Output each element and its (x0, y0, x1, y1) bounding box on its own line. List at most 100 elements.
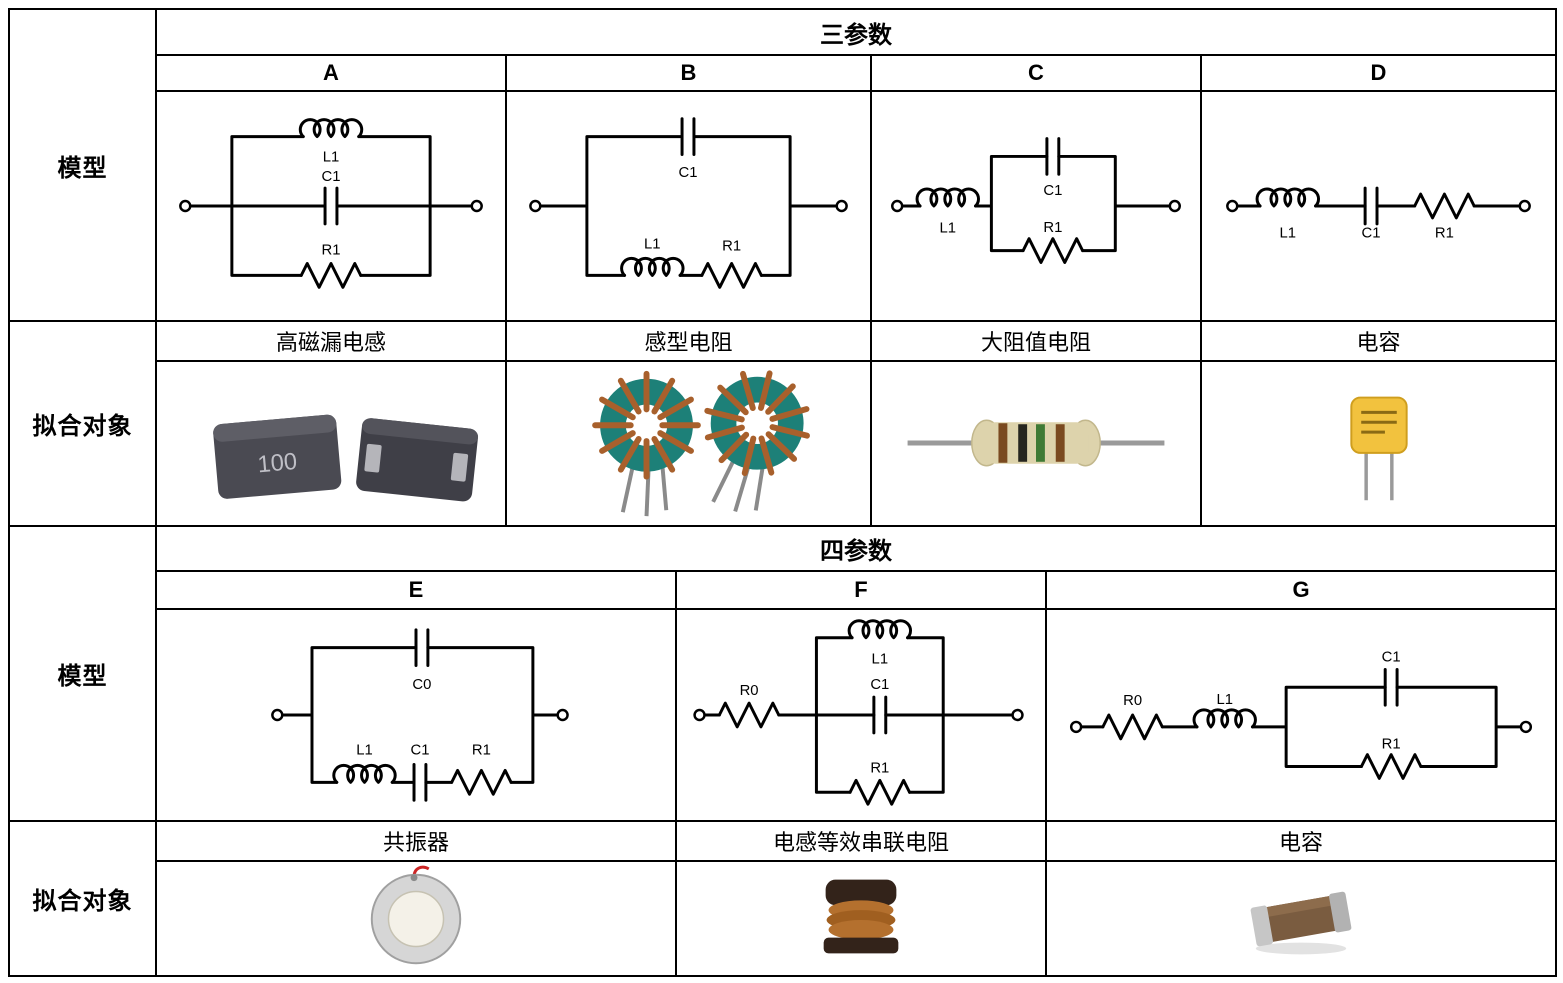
terminal-icon (529, 199, 542, 213)
label-c1: C1 (1362, 226, 1381, 242)
col-header-f: F (676, 571, 1046, 609)
smd-inductor-photo (823, 879, 899, 954)
label-l1: L1 (323, 149, 340, 165)
cell-photo-g (1046, 861, 1556, 976)
inductor-marking: 100 (257, 449, 299, 478)
power-inductor-left: 100 (213, 414, 342, 499)
terminal-icon (271, 708, 284, 722)
capacitor-body (1350, 396, 1408, 454)
label-r1: R1 (472, 743, 491, 759)
col-letter-f: F (854, 577, 868, 602)
inductor-icon (1192, 708, 1257, 729)
cell-model-a: L1 C1 R1 (156, 91, 506, 321)
mlcc-chip (1250, 891, 1352, 947)
col-header-b: B (506, 55, 871, 91)
resistor-color-bands (998, 423, 1065, 463)
label-c1: C1 (1043, 183, 1062, 199)
label-c0: C0 (412, 677, 431, 693)
label-r1: R1 (322, 243, 341, 259)
resistor-icon (1101, 713, 1164, 741)
label-c1: C1 (322, 169, 341, 185)
toroid-inductor-photo (507, 362, 870, 525)
resonator-photo (370, 865, 462, 965)
toroid-right (685, 362, 819, 524)
col-letter-a: A (323, 60, 339, 85)
object-label-a-text: 高磁漏电感 (275, 330, 386, 355)
wires (280, 646, 560, 784)
capacitor-leads (1364, 452, 1394, 501)
cell-model-g: R0 L1 C1 R1 (1046, 609, 1556, 821)
terminal-icon (693, 708, 706, 722)
section-header-three: 三参数 (156, 9, 1556, 55)
col-header-d: D (1201, 55, 1556, 91)
inductor-icon (620, 256, 685, 277)
label-c1: C1 (870, 677, 889, 693)
resistor-icon (717, 701, 781, 729)
label-c1: C1 (1382, 650, 1401, 666)
wires (1079, 685, 1523, 768)
mlcc-capacitor-photo (1250, 891, 1352, 955)
row-header-model-label: 模型 (57, 154, 108, 182)
label-c1: C1 (679, 165, 698, 181)
capacitor-icon (323, 186, 339, 226)
label-r1: R1 (722, 239, 741, 255)
label-l1: L1 (940, 221, 957, 237)
terminal-icon (1168, 199, 1181, 213)
power-inductor-right (356, 418, 479, 502)
object-label-b-text: 感型电阻 (644, 330, 733, 355)
power-inductor-photo: 100 (213, 414, 479, 502)
terminal-icon (891, 199, 904, 213)
terminal-icon (556, 708, 569, 722)
object-label-f: 电感等效串联电阻 (676, 821, 1046, 861)
film-capacitor-photo (1350, 396, 1408, 501)
terminal-icon (1226, 199, 1239, 213)
object-label-g-text: 电容 (1278, 830, 1323, 855)
capacitor-icon (1363, 186, 1379, 226)
inductor-icon (298, 118, 364, 139)
section-three-params: 模型 三参数 A B C D L1 C1 R1 (9, 9, 1556, 526)
cell-photo-e (156, 861, 676, 976)
capacitor-icon (1383, 667, 1399, 707)
capacitor-icon (680, 117, 696, 156)
object-label-c-text: 大阻值电阻 (980, 330, 1091, 355)
inductor-icon (915, 187, 980, 208)
label-r0: R0 (1123, 693, 1142, 709)
object-label-c: 大阻值电阻 (871, 321, 1201, 361)
object-label-f-text: 电感等效串联电阻 (772, 830, 949, 855)
capacitor-marking-lines (1361, 410, 1397, 434)
row-header-fit-bottom: 拟合对象 (9, 821, 156, 976)
terminal-icon (1069, 720, 1083, 734)
label-r1: R1 (870, 760, 889, 776)
col-letter-b: B (680, 60, 697, 85)
label-l1: L1 (356, 743, 373, 759)
section-title-three: 三参数 (820, 21, 892, 49)
inductor-icon (332, 763, 397, 784)
terminal-icon (835, 199, 848, 213)
wires (188, 135, 474, 277)
circuit-f-diagram: R0 L1 C1 R1 (693, 619, 1024, 806)
circuit-a-diagram: L1 C1 R1 (179, 118, 483, 289)
resistor-icon (1413, 192, 1476, 220)
terminal-icon (1519, 720, 1533, 734)
piezo-ceramic (387, 890, 445, 948)
section-title-four: 四参数 (820, 538, 892, 565)
label-l1: L1 (872, 651, 889, 667)
equivalent-circuit-table: 模型 三参数 A B C D L1 C1 R1 (8, 8, 1557, 977)
col-header-a: A (156, 55, 506, 91)
inductor-icon (847, 619, 913, 640)
cell-photo-d (1201, 361, 1556, 526)
cell-photo-f (676, 861, 1046, 976)
row-header-fit-top: 拟合对象 (9, 321, 156, 526)
label-r0: R0 (740, 683, 759, 699)
row-header-model-top: 模型 (9, 9, 156, 321)
col-letter-g: G (1292, 577, 1310, 602)
object-label-d-text: 电容 (1356, 330, 1401, 355)
axial-resistor-photo (907, 419, 1165, 467)
terminal-icon (1518, 199, 1531, 213)
col-letter-c: C (1028, 60, 1044, 85)
label-r1: R1 (1043, 220, 1062, 236)
resistor-icon (848, 778, 912, 806)
circuit-c-diagram: L1 C1 R1 (891, 137, 1181, 264)
chip-shadow (1255, 942, 1347, 955)
wires (703, 636, 1015, 794)
